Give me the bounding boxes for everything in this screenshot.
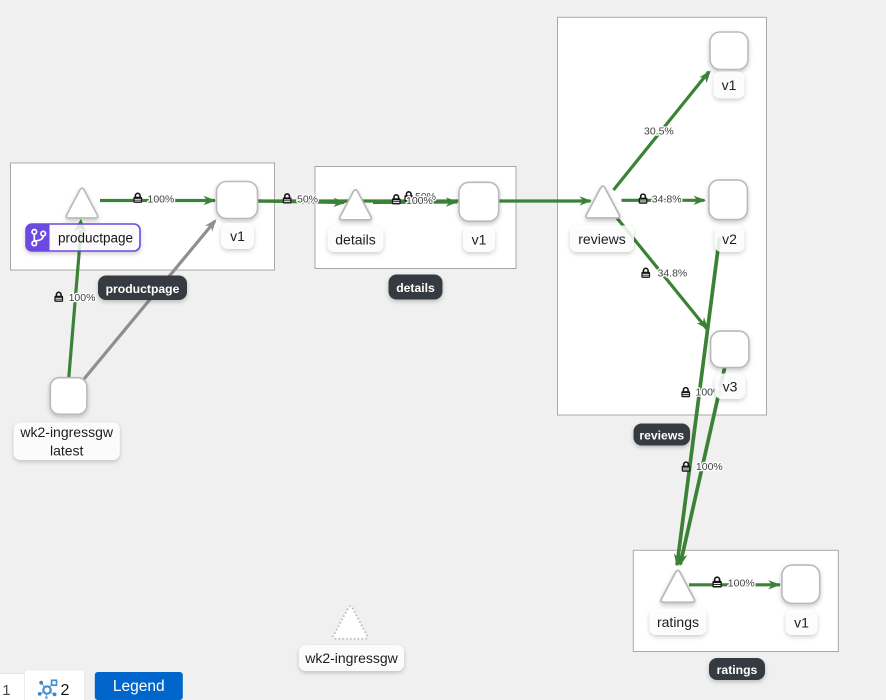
svg-text:details: details [335, 231, 375, 247]
svg-text:v2: v2 [722, 231, 737, 247]
svg-text:v1: v1 [230, 228, 245, 244]
svg-text:ratings: ratings [717, 663, 758, 677]
svg-text:34.8%: 34.8% [652, 193, 682, 205]
svg-text:50%: 50% [297, 193, 318, 205]
svg-text:100%: 100% [148, 193, 175, 205]
svg-text:reviews: reviews [578, 231, 625, 247]
svg-text:wk2-ingressgw: wk2-ingressgw [304, 650, 398, 666]
svg-text:100%: 100% [406, 195, 433, 207]
svg-text:30.5%: 30.5% [644, 125, 674, 137]
svg-text:ratings: ratings [657, 614, 699, 630]
svg-text:details: details [396, 281, 435, 295]
svg-text:2: 2 [61, 682, 70, 699]
svg-text:1: 1 [2, 682, 10, 699]
svg-text:v3: v3 [723, 378, 738, 394]
svg-text:v1: v1 [472, 231, 487, 247]
svg-text:34.8%: 34.8% [658, 267, 688, 279]
svg-text:reviews: reviews [639, 429, 684, 443]
svg-text:v1: v1 [722, 77, 737, 93]
svg-text:100%: 100% [69, 292, 96, 304]
svg-text:100%: 100% [728, 578, 755, 590]
svg-text:100%: 100% [696, 461, 723, 473]
svg-text:50%: 50% [415, 191, 436, 203]
svg-text:latest: latest [50, 443, 84, 459]
svg-text:v1: v1 [794, 614, 809, 630]
svg-text:productpage: productpage [106, 282, 180, 296]
svg-text:wk2-ingressgw: wk2-ingressgw [19, 424, 113, 440]
svg-text:Legend: Legend [113, 678, 165, 695]
svg-text:productpage: productpage [58, 231, 133, 246]
